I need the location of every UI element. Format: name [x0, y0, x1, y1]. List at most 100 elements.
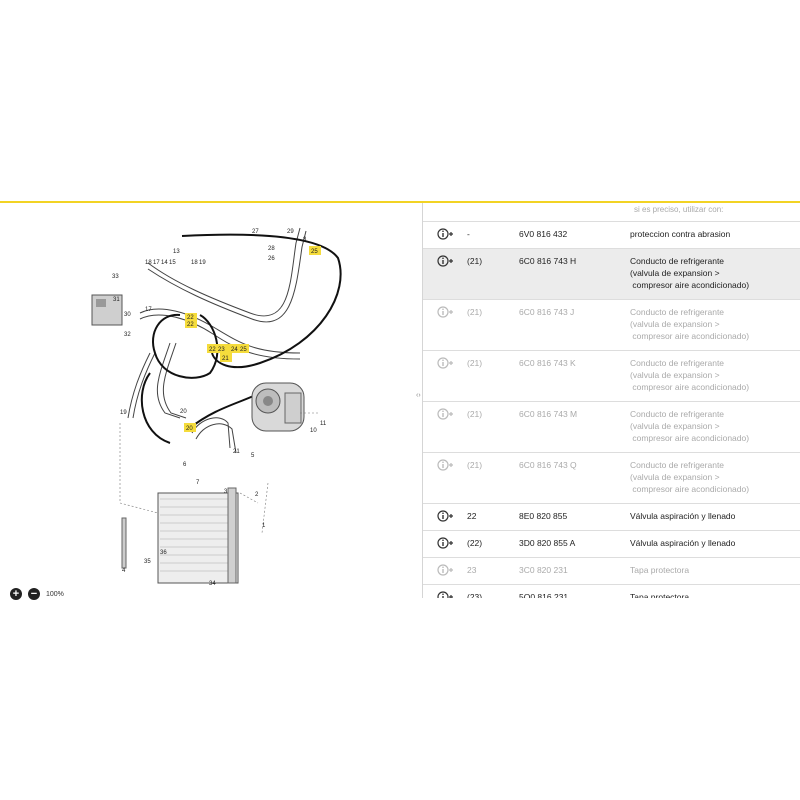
callout-7[interactable]: 7 [196, 480, 200, 486]
row-description: Válvula aspiración y llenado [630, 510, 735, 522]
row-description-line: compresor aire acondicionado) [630, 280, 750, 290]
row-position: 23 [467, 565, 477, 575]
callout-19[interactable]: 19 [199, 260, 206, 266]
row-description-line: compresor aire acondicionado) [630, 433, 750, 443]
row-part-number: 6C0 816 743 J [519, 307, 575, 317]
callout-22a[interactable]: 22 [187, 315, 194, 321]
condenser-icon [157, 487, 239, 584]
row-description-line: compresor aire acondicionado) [630, 331, 750, 341]
info-add-icon[interactable] [437, 357, 455, 369]
info-add-icon[interactable] [437, 255, 455, 267]
row-position: (22) [467, 538, 483, 548]
callout-18[interactable]: 18 [145, 260, 152, 266]
row-position: (23) [467, 592, 483, 598]
row-position: (21) [467, 409, 483, 419]
info-add-icon[interactable] [437, 510, 455, 522]
info-add-icon[interactable] [437, 228, 455, 240]
callout-35[interactable]: 35 [144, 559, 151, 565]
row-description: Conducto de refrigerante(valvula de expa… [630, 408, 749, 444]
callout-14[interactable]: 14 [161, 260, 168, 266]
row-description-line: Tapa protectora [630, 592, 690, 598]
row-part-number: 6C0 816 743 H [519, 256, 577, 266]
row-description-line: Tapa protectora [630, 565, 690, 575]
row-description: Tapa protectora [630, 591, 689, 598]
callout-13[interactable]: 13 [173, 249, 180, 255]
info-add-icon[interactable] [437, 564, 455, 576]
callout-2[interactable]: 2 [255, 492, 259, 498]
callout-33[interactable]: 33 [112, 274, 119, 280]
callout-1[interactable]: 1 [262, 523, 266, 529]
row-position: - [467, 229, 470, 239]
parts-diagram[interactable]: 27 29 28 26 8 25 13 18 17 14 15 18 19 33… [0, 203, 423, 598]
row-description: Tapa protectora [630, 564, 689, 576]
callout-22c[interactable]: 22 [209, 347, 216, 353]
info-add-icon[interactable] [437, 459, 455, 471]
callout-29[interactable]: 29 [287, 229, 294, 235]
callout-30[interactable]: 30 [124, 312, 131, 318]
callout-27[interactable]: 27 [252, 229, 259, 235]
callout-8[interactable]: 8 [303, 237, 307, 243]
zoom-level: 100% [46, 590, 64, 598]
callout-25b[interactable]: 25 [240, 347, 247, 353]
callout-17[interactable]: 17 [153, 260, 160, 266]
panel-divider[interactable] [422, 203, 423, 598]
row-description-line: proteccion contra abrasion [630, 229, 731, 239]
callout-20a[interactable]: 20 [180, 409, 187, 415]
callout-24[interactable]: 24 [231, 347, 238, 353]
row-part-number: 3D0 820 855 A [519, 538, 576, 548]
zoom-out-button[interactable]: − [28, 588, 40, 600]
info-add-icon[interactable] [437, 591, 455, 598]
callout-6[interactable]: 6 [183, 462, 187, 468]
callout-21[interactable]: 21 [222, 356, 229, 362]
callout-highlight [184, 423, 196, 432]
callout-3[interactable]: 3 [224, 489, 228, 495]
callout-5[interactable]: 5 [251, 453, 255, 459]
ac-lines-diagram: 27 29 28 26 8 25 13 18 17 14 15 18 19 33… [91, 227, 342, 587]
info-add-icon[interactable] [437, 408, 455, 420]
callout-32[interactable]: 32 [124, 332, 131, 338]
callout-22b[interactable]: 22 [187, 322, 194, 328]
callout-31[interactable]: 31 [113, 297, 120, 303]
callout-23[interactable]: 23 [218, 347, 225, 353]
row-description-line: (valvula de expansion > [630, 319, 720, 329]
row-description-line: Conducto de refrigerante [630, 256, 725, 266]
callout-19b[interactable]: 19 [120, 410, 127, 416]
parts-list[interactable]: si es preciso, utilizar con: -6V0 816 43… [423, 203, 800, 598]
callout-4[interactable]: 4 [122, 568, 126, 574]
compressor-icon [251, 382, 305, 432]
callout-17b[interactable]: 17 [145, 307, 152, 313]
callout-20b[interactable]: 20 [186, 426, 193, 432]
callout-36[interactable]: 36 [160, 550, 167, 556]
row-description-line: (valvula de expansion > [630, 268, 720, 278]
row-description: proteccion contra abrasion [630, 228, 730, 240]
row-part-number: 6C0 816 743 Q [519, 460, 577, 470]
callout-10[interactable]: 10 [310, 428, 317, 434]
callout-21b[interactable]: 21 [233, 449, 240, 455]
header-accent-line [0, 201, 800, 203]
splitter-handle-icon[interactable]: ‹› [416, 392, 421, 399]
zoom-reset-button[interactable]: 100% [46, 591, 64, 598]
callout-15[interactable]: 15 [169, 260, 176, 266]
zoom-in-button[interactable]: + [10, 588, 22, 600]
callout-28[interactable]: 28 [268, 246, 275, 252]
callout-25[interactable]: 25 [311, 249, 318, 255]
info-add-icon[interactable] [437, 306, 455, 318]
callout-18b[interactable]: 18 [191, 260, 198, 266]
callout-34[interactable]: 34 [209, 581, 216, 587]
info-add-icon[interactable] [437, 537, 455, 549]
row-part-number: 8E0 820 855 [519, 511, 568, 521]
callout-26[interactable]: 26 [268, 256, 275, 262]
callout-11[interactable]: 11 [320, 421, 327, 427]
list-hint: si es preciso, utilizar con: [423, 203, 800, 222]
row-description-line: Válvula aspiración y llenado [630, 511, 736, 521]
